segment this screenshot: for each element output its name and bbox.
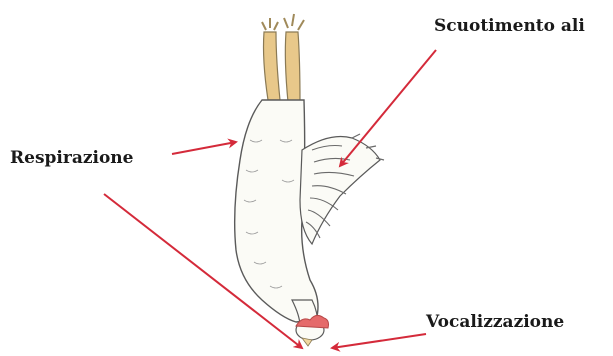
arrow-vocalization <box>332 334 426 348</box>
arrow-wing-flapping <box>340 50 436 166</box>
head <box>296 315 329 346</box>
legs <box>262 14 304 102</box>
label-wing-flapping: Scuotimento ali <box>434 18 585 35</box>
label-breathing: Respirazione <box>10 150 133 167</box>
wing <box>300 134 384 244</box>
label-vocalization: Vocalizzazione <box>426 314 564 331</box>
arrow-breathing-upper <box>172 142 236 154</box>
